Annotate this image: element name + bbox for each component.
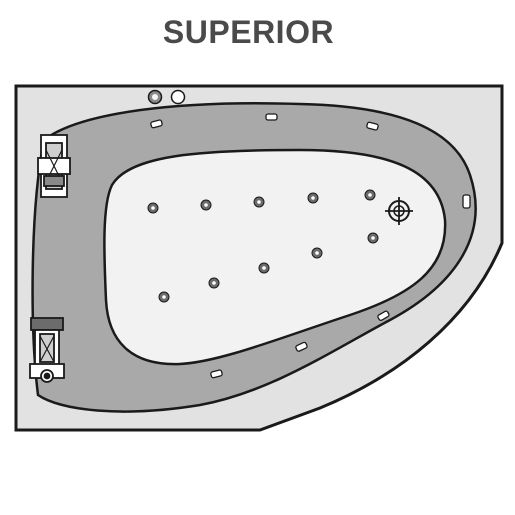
control-button-icon xyxy=(170,89,186,105)
body-jet-icon xyxy=(147,202,159,214)
body-jet-icon xyxy=(364,189,376,201)
body-jets xyxy=(147,189,379,303)
body-jet-icon xyxy=(158,291,170,303)
drain-icon xyxy=(385,197,413,225)
side-jet-icon xyxy=(366,121,379,131)
model-title: SUPERIOR xyxy=(162,14,335,50)
side-jet-icon xyxy=(150,119,163,129)
body-jet-icon xyxy=(367,232,379,244)
side-jet-icon xyxy=(377,310,390,322)
tub-basin xyxy=(103,148,447,366)
pump-motor-icon xyxy=(29,317,65,383)
body-jet-icon xyxy=(208,277,220,289)
side-jet-icon xyxy=(210,369,223,379)
body-jet-icon xyxy=(258,262,270,274)
body-jet-icon xyxy=(200,199,212,211)
body-jet-icon xyxy=(311,247,323,259)
side-jet-icon xyxy=(295,341,308,352)
body-jet-icon xyxy=(307,192,319,204)
body-jet-icon xyxy=(253,196,265,208)
side-jet-icon xyxy=(265,113,278,121)
side-jet-icon xyxy=(462,194,471,209)
control-button-icon xyxy=(147,89,163,105)
pump-motor-icon xyxy=(37,134,71,198)
